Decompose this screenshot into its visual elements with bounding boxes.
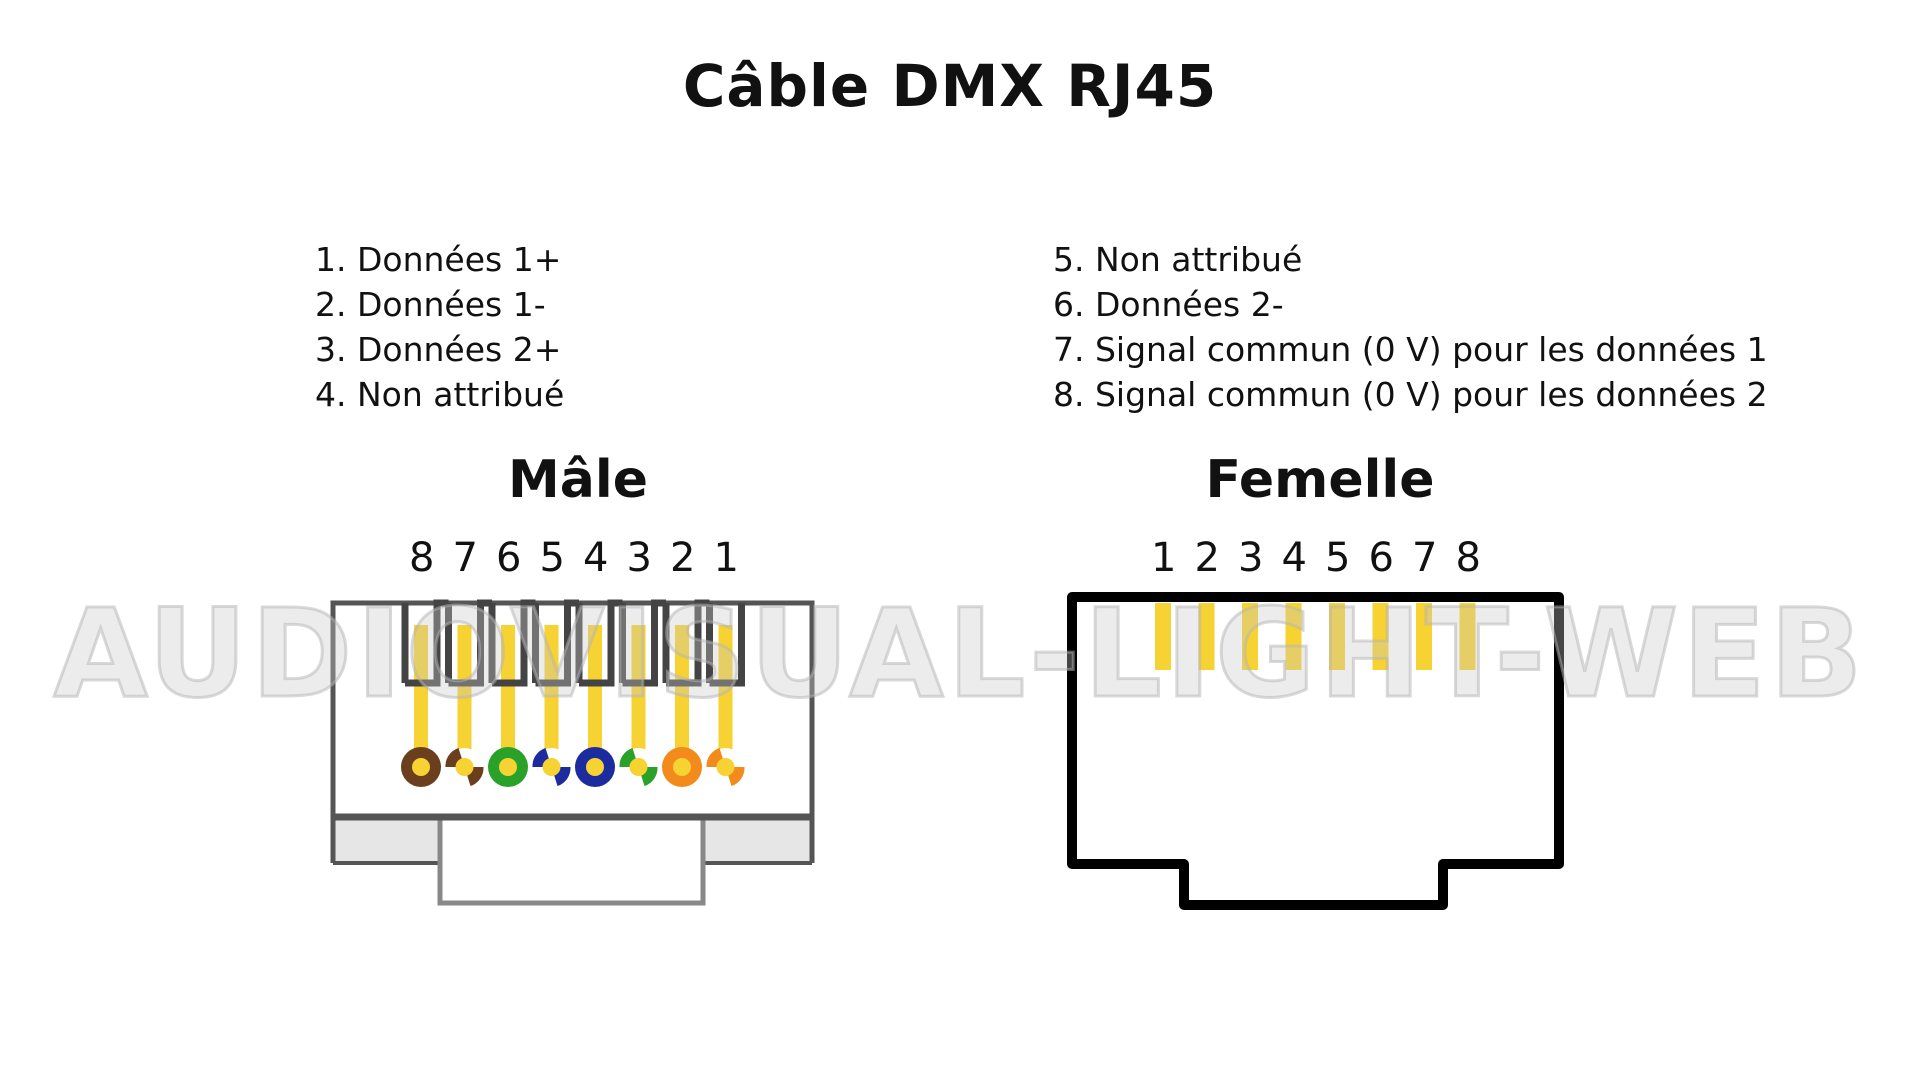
pin-number: 8 <box>1455 535 1481 581</box>
female-contact-pin <box>1372 603 1389 670</box>
female-connector <box>1067 592 1564 910</box>
male-wires <box>401 747 745 787</box>
male-contact-pin <box>588 625 602 765</box>
wire-core <box>455 758 474 776</box>
male-latch-right <box>702 817 812 863</box>
pin-number: 6 <box>496 535 522 581</box>
male-contacts <box>414 625 733 765</box>
wire-core <box>499 758 517 776</box>
legend-item: 6. Données 2- <box>1053 285 1284 324</box>
pin-number: 5 <box>539 535 565 581</box>
female-contact-pin <box>1285 603 1302 670</box>
male-connector <box>330 599 815 906</box>
female-contact-pin <box>1155 603 1171 670</box>
male-contact-pin <box>718 625 733 765</box>
legend-right: 5. Non attribué 6. Données 2- 7. Signal … <box>1053 237 1768 417</box>
female-contact-pin <box>1329 603 1345 670</box>
pin-number: 3 <box>1238 535 1264 581</box>
pin-number: 1 <box>1151 535 1177 581</box>
pin-number: 1 <box>713 535 739 581</box>
legend-item: 1. Données 1+ <box>315 240 562 279</box>
male-contact-pin <box>631 625 646 765</box>
legend-item: 2. Données 1- <box>315 285 546 324</box>
female-contact-pin <box>1416 603 1432 670</box>
wire-core <box>412 758 430 776</box>
pin-number: 2 <box>1194 535 1220 581</box>
legend-item: 7. Signal commun (0 V) pour les données … <box>1053 330 1768 369</box>
wire-core <box>673 758 691 776</box>
pin-number: 7 <box>1412 535 1438 581</box>
male-connector-title: Mâle <box>508 450 648 510</box>
male-latch-left <box>333 817 440 863</box>
pin-number: 5 <box>1325 535 1351 581</box>
male-contact-pin <box>675 625 689 765</box>
female-contacts <box>1155 603 1476 670</box>
male-pin-numbers: 8 7 6 5 4 3 2 1 <box>400 535 748 581</box>
wire-core <box>629 758 648 776</box>
male-contact-pin <box>544 625 559 765</box>
pin-number: 7 <box>452 535 478 581</box>
pin-number: 6 <box>1368 535 1394 581</box>
female-pin-numbers: 1 2 3 4 5 6 7 8 <box>1142 535 1490 581</box>
female-connector-title: Femelle <box>1205 450 1435 510</box>
male-contact-comb <box>401 599 745 687</box>
female-contact-pin <box>1459 603 1476 670</box>
female-contact-pin <box>1198 603 1215 670</box>
legend-item: 8. Signal commun (0 V) pour les données … <box>1053 375 1768 414</box>
female-contact-pin <box>1242 603 1258 670</box>
legend-left: 1. Données 1+ 2. Données 1- 3. Données 2… <box>315 237 564 417</box>
pin-number: 2 <box>670 535 696 581</box>
legend-item: 4. Non attribué <box>315 375 565 414</box>
wire-core <box>586 758 604 776</box>
pin-number: 8 <box>409 535 435 581</box>
female-body-outline <box>1067 592 1564 910</box>
pin-number: 3 <box>626 535 652 581</box>
pin-number: 4 <box>1281 535 1307 581</box>
legend-item: 3. Données 2+ <box>315 330 562 369</box>
pin-number: 4 <box>583 535 609 581</box>
page-title: Câble DMX RJ45 <box>682 52 1218 120</box>
wire-core <box>716 758 735 776</box>
legend-item: 5. Non attribué <box>1053 240 1303 279</box>
male-contact-pin <box>457 625 472 765</box>
male-contact-pin <box>414 625 428 765</box>
male-contact-pin <box>501 625 515 765</box>
male-tab <box>437 817 706 906</box>
wire-core <box>542 758 561 776</box>
